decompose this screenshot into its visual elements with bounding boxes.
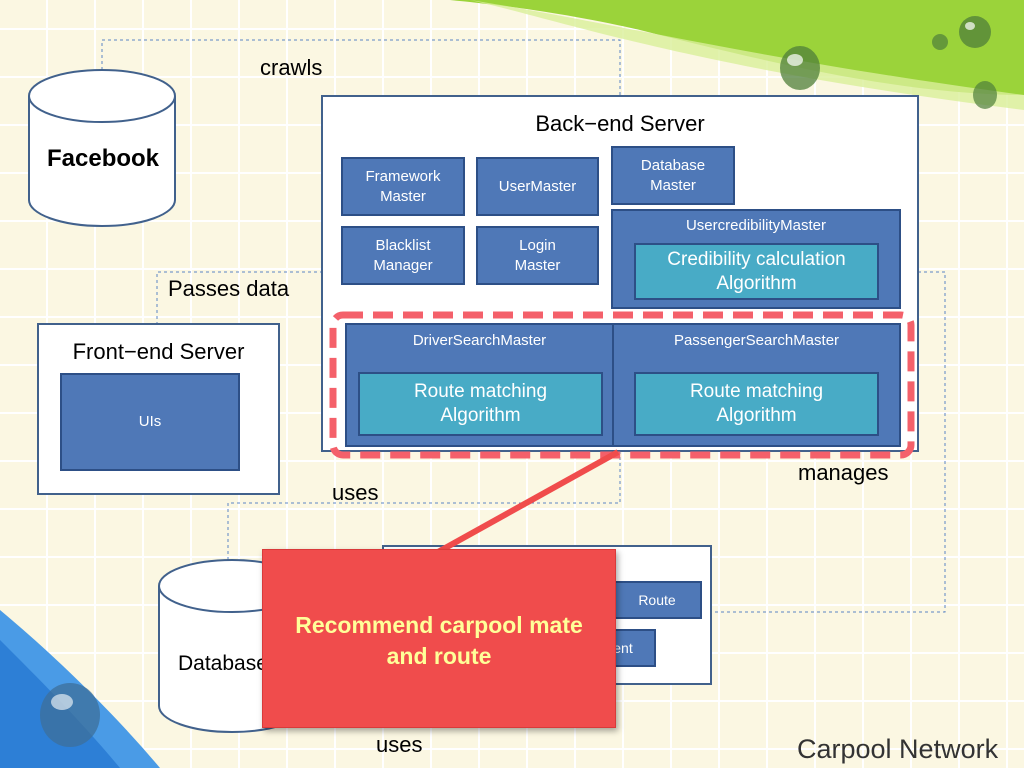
uses-label-bottom: uses: [376, 732, 423, 757]
backend-server-title: Back−end Server: [535, 111, 705, 136]
crawls-label: crawls: [260, 55, 323, 80]
database-label: Database: [178, 652, 268, 675]
facebook-database-cylinder: [28, 69, 176, 227]
recommend-callout-text: Recommend carpool mate and route: [295, 612, 583, 669]
blacklist-manager-box: Blacklist Manager: [341, 226, 465, 285]
route-table-label: Route: [638, 592, 676, 608]
credibility-master-title: UsercredibilityMaster: [685, 217, 827, 234]
uis-label: UIs: [138, 413, 162, 430]
credibility-algorithm-box: Credibility calculation Algorithm: [634, 243, 879, 300]
recommend-callout-box: Recommend carpool mate and route: [262, 549, 616, 728]
database-master-box: Database Master: [611, 146, 735, 205]
manages-label: manages: [798, 460, 889, 485]
login-master-box: Login Master: [476, 226, 599, 285]
ent-table-label: ent: [613, 640, 633, 656]
driver-search-master-title: DriverSearchMaster: [412, 332, 547, 349]
frontend-server-box: Front−end Server UIs: [37, 323, 280, 495]
frontend-server-title: Front−end Server: [72, 339, 245, 364]
slide-title: Carpool Network: [797, 734, 999, 764]
user-master-box: UserMaster: [476, 157, 599, 216]
facebook-label: Facebook: [46, 145, 160, 172]
uses-label-top: uses: [332, 480, 379, 505]
uis-box: UIs: [60, 373, 240, 471]
passenger-search-master-title: PassengerSearchMaster: [673, 332, 840, 349]
passenger-route-algorithm-box: Route matching Algorithm: [634, 372, 879, 436]
framework-master-box: Framework Master: [341, 157, 465, 216]
passes-data-label: Passes data: [168, 276, 290, 301]
route-table-box: Route: [612, 581, 702, 619]
driver-route-algorithm-box: Route matching Algorithm: [358, 372, 603, 436]
